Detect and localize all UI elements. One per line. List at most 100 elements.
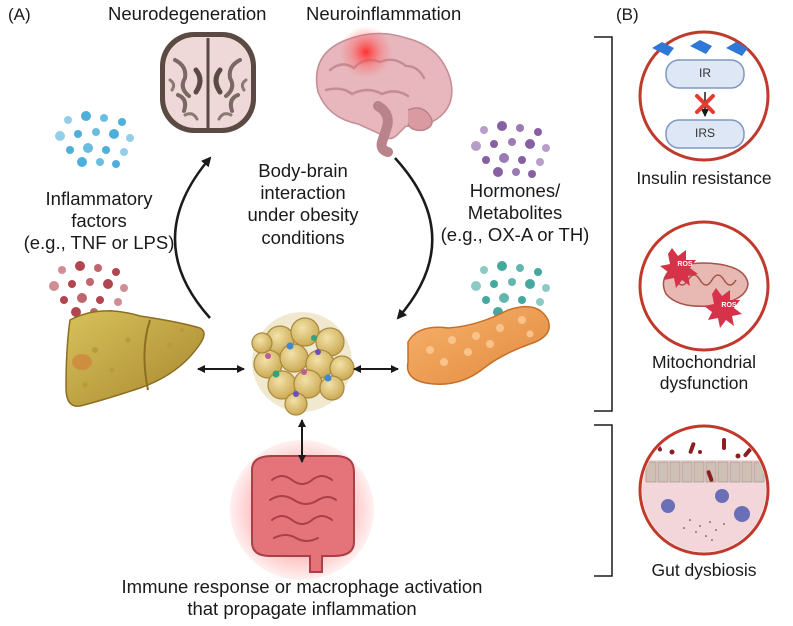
particle [482, 296, 490, 304]
particle [81, 111, 91, 121]
inflammatory-particles-red [49, 261, 128, 318]
pancreas-icon [406, 305, 550, 385]
immune-line-1: Immune response or macrophage activation [121, 576, 483, 597]
particle [534, 268, 542, 276]
inflammatory-factors-text: Inflammatory factors (e.g., TNF or LPS) [4, 188, 194, 255]
particle [60, 296, 68, 304]
particle [75, 261, 85, 271]
particle [508, 278, 516, 286]
inflammatory-line-1: Inflammatory [45, 188, 153, 209]
particle [112, 268, 120, 276]
neuroinflammation-label: Neuroinflammation [306, 3, 462, 24]
particle [525, 139, 535, 149]
particle [536, 298, 544, 306]
particle [120, 148, 128, 156]
ir-label: IR [699, 66, 711, 80]
particle [528, 170, 536, 178]
center-line-4: conditions [261, 226, 345, 248]
inflammatory-line-3: (e.g., TNF or LPS) [23, 232, 175, 254]
center-line-1: Body-brain [258, 160, 348, 181]
gut-dysbiosis-circle [638, 424, 770, 556]
particle [490, 280, 498, 288]
particle [120, 284, 128, 292]
hormones-line-3: (e.g., OX-A or TH) [440, 224, 590, 246]
particle [58, 266, 66, 274]
panel-a-label: (A) [8, 5, 31, 24]
particle [118, 118, 126, 126]
bracket-upper [594, 36, 613, 412]
particle [512, 168, 520, 176]
left-curved-arrow [173, 156, 212, 319]
particle [525, 279, 535, 289]
particle [542, 144, 550, 152]
particle [77, 157, 87, 167]
particle [68, 280, 76, 288]
panel-b-label: (B) [616, 5, 639, 24]
particle [482, 156, 490, 164]
mito-line-2: dysfunction [659, 373, 749, 393]
particle [536, 158, 544, 166]
particle [55, 131, 65, 141]
particle [471, 141, 481, 151]
particle [102, 146, 110, 154]
particle [499, 293, 509, 303]
hormone-particles [471, 121, 550, 178]
particle [534, 128, 542, 136]
particle [518, 296, 526, 304]
inflammatory-line-2: factors [71, 210, 127, 232]
insulin-resistance-circle [638, 30, 770, 162]
center-text: Body-brain interaction under obesity con… [228, 160, 378, 249]
particle [480, 266, 488, 274]
mitochondrial-caption: Mitochondrial dysfunction [614, 352, 793, 394]
particle [516, 264, 524, 272]
particle [94, 264, 102, 272]
particle [64, 116, 72, 124]
immune-line-2: that propagate inflammation [187, 598, 417, 620]
particle [493, 167, 503, 177]
particle [480, 126, 488, 134]
center-line-3: under obesity [247, 204, 359, 226]
particle [49, 281, 59, 291]
gut-intestine-icon [230, 440, 374, 580]
inflammatory-factor-particles [55, 111, 134, 168]
particle [83, 143, 93, 153]
metabolite-particles [471, 261, 550, 318]
particle [86, 278, 94, 286]
particle [71, 307, 81, 317]
particle [499, 153, 509, 163]
particle [114, 298, 122, 306]
insulin-resistance-caption: Insulin resistance [636, 168, 772, 188]
particle [74, 130, 82, 138]
particle [471, 281, 481, 291]
particle [497, 261, 507, 271]
particle [518, 156, 526, 164]
particle [497, 121, 507, 131]
neuroinflammation-brain-icon [315, 26, 453, 157]
ros-label-2: ROS [721, 302, 737, 309]
particle [66, 146, 74, 154]
mito-line-1: Mitochondrial [651, 352, 757, 372]
irs-label: IRS [694, 126, 715, 140]
hormones-line-1: Hormones/ [469, 180, 561, 201]
particle [490, 140, 498, 148]
liver-icon [65, 310, 205, 407]
particle [109, 129, 119, 139]
center-line-2: interaction [260, 182, 346, 204]
neurodegeneration-label: Neurodegeneration [108, 3, 267, 24]
particle [516, 124, 524, 132]
ros-label-1: ROS [677, 261, 693, 268]
particle [542, 284, 550, 292]
particle [112, 160, 120, 168]
right-curved-arrow [394, 157, 434, 320]
gut-dysbiosis-caption: Gut dysbiosis [651, 560, 757, 580]
particle [96, 158, 104, 166]
hormones-metabolites-text: Hormones/ Metabolites (e.g., OX-A or TH) [426, 180, 604, 247]
particle [92, 128, 100, 136]
particle [103, 279, 113, 289]
adipose-tissue-icon [251, 312, 355, 416]
particle [96, 296, 104, 304]
particle [100, 114, 108, 122]
immune-response-text: Immune response or macrophage activation… [62, 576, 542, 620]
mitochondrial-dysfunction-circle [638, 220, 770, 352]
